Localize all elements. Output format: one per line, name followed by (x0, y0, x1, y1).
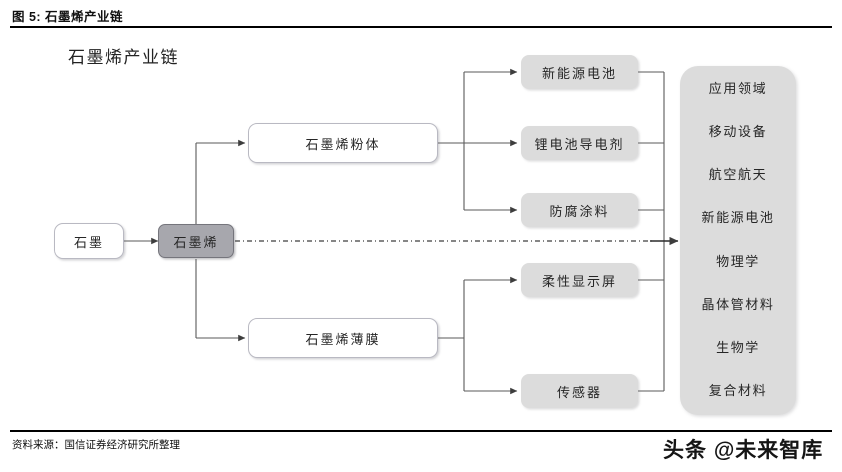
node-sensor-label: 传感器 (556, 384, 602, 400)
application-item-7: 复合材料 (708, 382, 768, 398)
node-flexible-display-label: 柔性显示屏 (541, 273, 617, 289)
node-anticorrosion-coating[interactable]: 防腐涂料 (521, 193, 638, 227)
diagram-title: 石墨烯产业链 (68, 48, 179, 67)
node-graphite[interactable]: 石墨 (54, 223, 124, 259)
node-anticorrosion-coating-label: 防腐涂料 (549, 203, 610, 219)
application-item-2: 航空航天 (708, 167, 768, 183)
node-graphene-powder-label: 石墨烯粉体 (305, 136, 381, 152)
watermark: 头条 @未来智库 (663, 439, 824, 462)
application-item-3: 新能源电池 (701, 210, 775, 226)
connector-lines (124, 68, 679, 395)
node-new-energy-battery[interactable]: 新能源电池 (521, 55, 638, 89)
node-graphene-powder[interactable]: 石墨烯粉体 (248, 123, 438, 163)
node-graphite-label: 石墨 (73, 234, 104, 250)
node-lithium-conductive-agent-label: 锂电池导电剂 (534, 136, 625, 152)
node-graphene-film[interactable]: 石墨烯薄膜 (248, 318, 438, 358)
figure-caption: 图 5: 石墨烯产业链 (12, 10, 124, 24)
node-lithium-conductive-agent[interactable]: 锂电池导电剂 (521, 126, 638, 160)
footer-divider (10, 430, 832, 432)
node-flexible-display[interactable]: 柔性显示屏 (521, 263, 638, 297)
application-item-4: 物理学 (716, 253, 760, 269)
node-graphene-film-label: 石墨烯薄膜 (305, 331, 381, 347)
node-graphene-label: 石墨烯 (173, 234, 219, 250)
node-new-energy-battery-label: 新能源电池 (541, 65, 617, 81)
application-item-1: 移动设备 (708, 124, 768, 140)
application-item-5: 晶体管材料 (701, 296, 775, 312)
source-note: 资料来源：国信证券经济研究所整理 (12, 440, 180, 451)
application-domains-panel[interactable]: 应用领域 移动设备 航空航天 新能源电池 物理学 晶体管材料 生物学 复合材料 (680, 66, 796, 415)
node-sensor[interactable]: 传感器 (521, 374, 638, 408)
diagram-canvas: 石墨烯产业链 (0, 30, 842, 428)
application-item-6: 生物学 (716, 339, 760, 355)
node-graphene[interactable]: 石墨烯 (158, 224, 234, 258)
application-item-0: 应用领域 (708, 81, 768, 96)
header-divider (10, 26, 832, 28)
